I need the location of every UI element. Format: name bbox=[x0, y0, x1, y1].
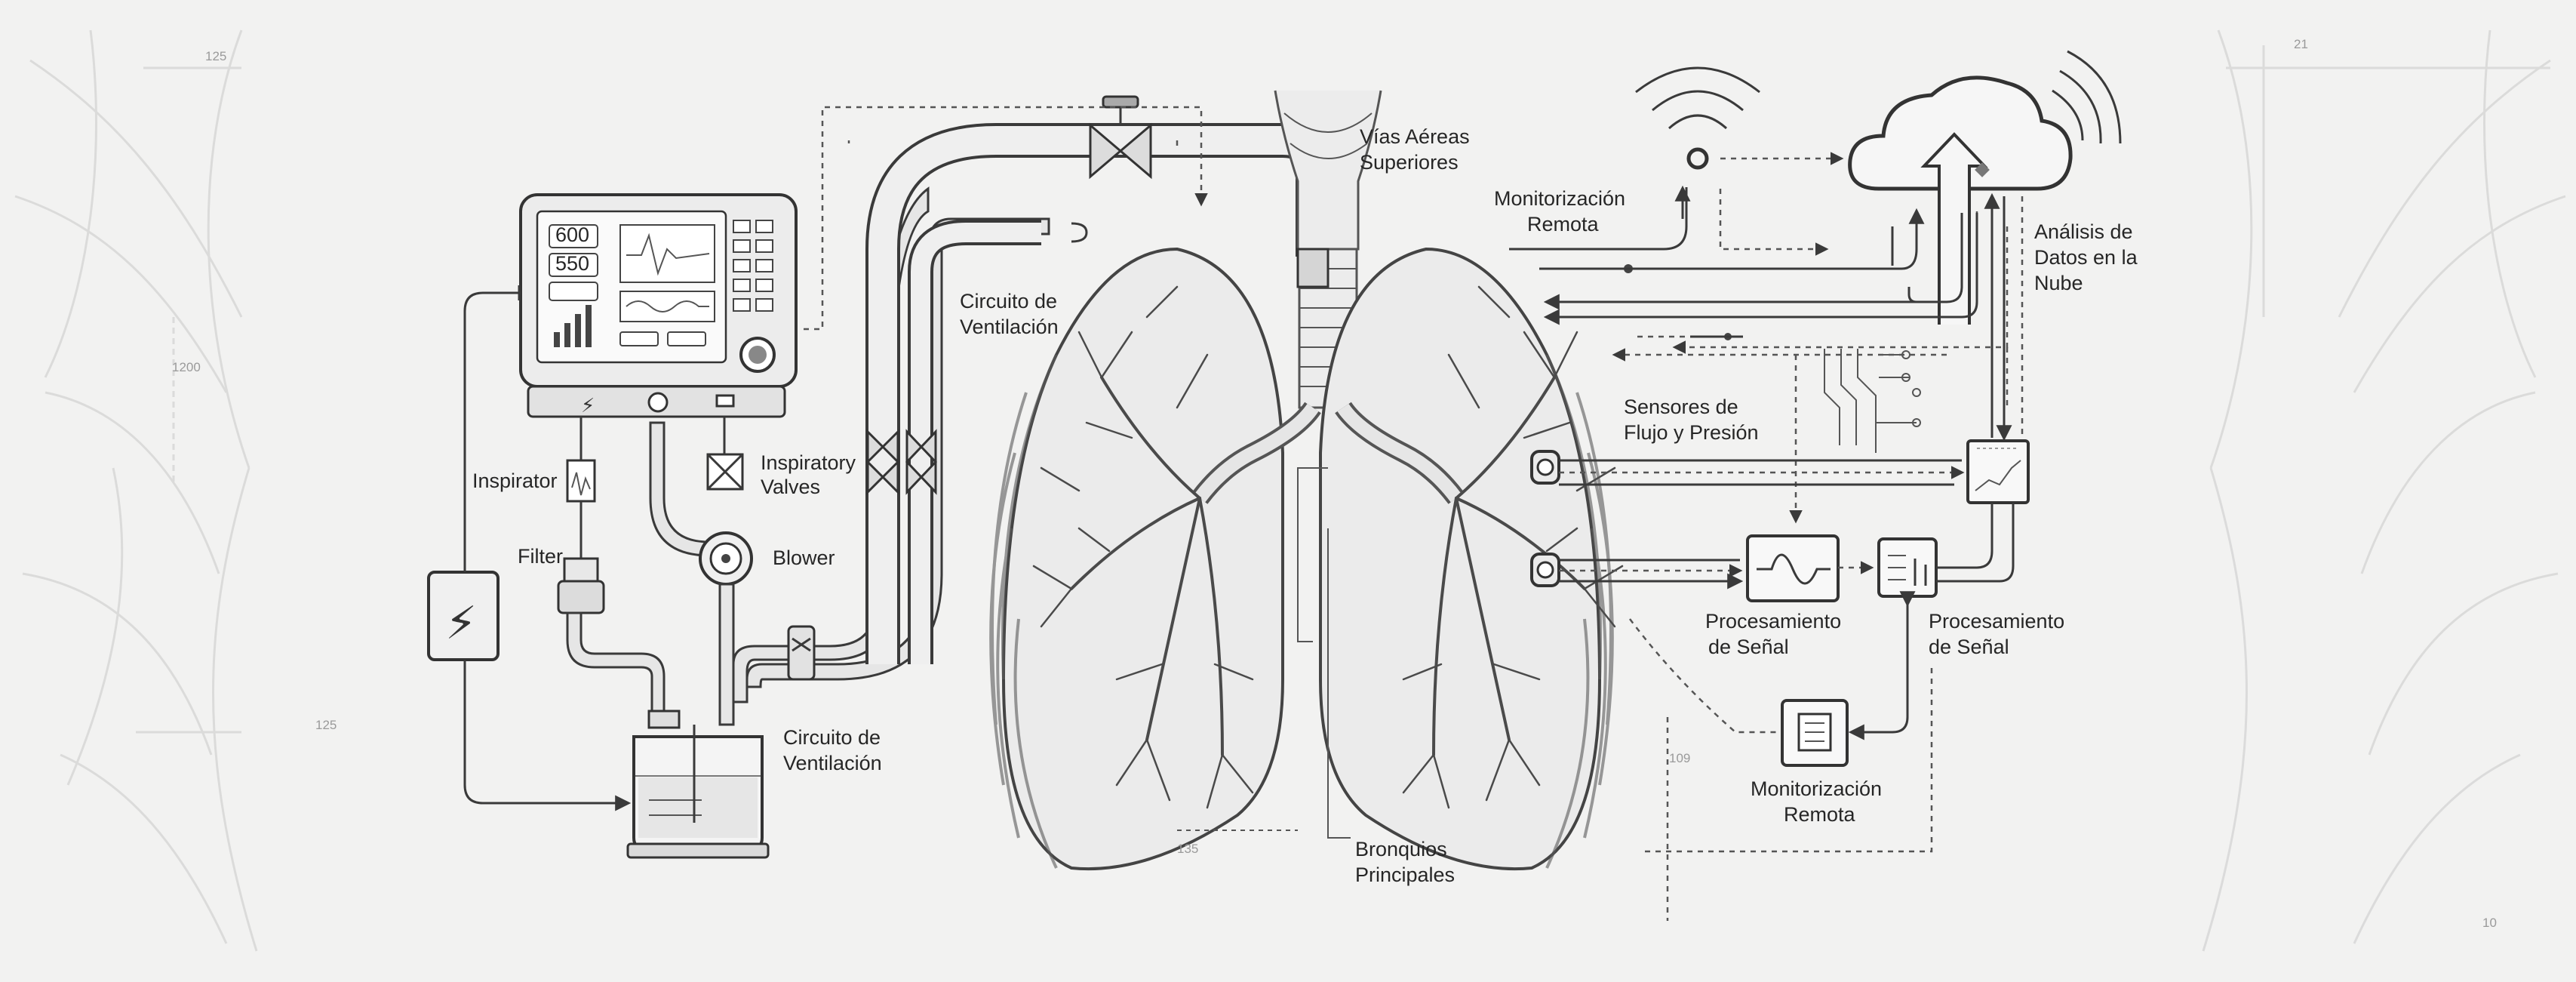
label-signal-processing-2b: de Señal bbox=[1929, 636, 2009, 658]
dimension-right-lower: 109 bbox=[1669, 751, 1690, 765]
lightning-icon: ⚡ bbox=[581, 395, 595, 417]
flow-sensor bbox=[1532, 451, 1559, 483]
label-circuit-upper-2: Ventilación bbox=[960, 316, 1059, 338]
monitor-readout-2: 550 bbox=[555, 252, 589, 275]
label-inspiratory-valves-2: Valves bbox=[761, 476, 820, 498]
dimension-left-top: 125 bbox=[205, 49, 226, 63]
label-cloud-analysis-1: Análisis de bbox=[2034, 220, 2133, 243]
label-circuit-lower-1: Circuito de bbox=[783, 726, 881, 749]
label-circuit-lower-2: Ventilación bbox=[783, 752, 882, 774]
label-signal-processing-1b: de Señal bbox=[1708, 636, 1789, 658]
remote-monitor-device bbox=[1782, 700, 1847, 765]
dimension-left-bottom: 125 bbox=[315, 718, 337, 732]
label-main-bronchi-2: Principales bbox=[1355, 863, 1455, 886]
label-inspirator: Inspirator bbox=[472, 469, 558, 492]
label-upper-airways-2: Superiores bbox=[1360, 151, 1459, 174]
label-filter: Filter bbox=[518, 545, 563, 568]
label-sensors-2: Flujo y Presión bbox=[1624, 421, 1759, 444]
signal-processing-box-2 bbox=[1879, 539, 1936, 596]
power-lightning-icon: ⚡ bbox=[445, 597, 477, 650]
label-remote-monitoring-bottom-1: Monitorización bbox=[1751, 777, 1882, 800]
label-remote-monitoring-top-2: Remota bbox=[1527, 213, 1600, 235]
filter-block bbox=[564, 559, 598, 581]
label-cloud-analysis-3: Nube bbox=[2034, 272, 2083, 294]
label-inspiratory-valves-1: Inspiratory bbox=[761, 451, 856, 474]
dimension-bottom-center: 135 bbox=[1177, 842, 1198, 856]
label-signal-processing-2a: Procesamiento bbox=[1929, 610, 2064, 633]
label-main-bronchi-1: Bronquios bbox=[1355, 838, 1447, 860]
dimension-right-top: 21 bbox=[2294, 37, 2308, 51]
label-cloud-analysis-2: Datos en la bbox=[2034, 246, 2138, 269]
wifi-icon bbox=[1636, 68, 1760, 168]
dimension-right-bottom: 10 bbox=[2482, 916, 2497, 930]
pressure-sensor bbox=[1532, 554, 1559, 586]
monitor-readout-1: 600 bbox=[555, 223, 589, 246]
signal-processing-box-1 bbox=[1748, 536, 1838, 601]
label-circuit-upper-1: Circuito de bbox=[960, 290, 1057, 312]
label-upper-airways-1: Vías Aéreas bbox=[1360, 125, 1470, 148]
label-signal-processing-1a: Procesamiento bbox=[1705, 610, 1841, 633]
right-background-decoration bbox=[2203, 30, 2565, 951]
connector-icon bbox=[717, 396, 733, 406]
humidifier-jar bbox=[628, 711, 768, 857]
label-sensors-1: Sensores de bbox=[1624, 396, 1738, 418]
ventilator-monitor: 600 550 ⚡ bbox=[521, 195, 796, 417]
gauge-icon bbox=[649, 393, 667, 411]
dimension-left-mid: 1200 bbox=[172, 360, 201, 374]
chip-icon bbox=[1824, 349, 1920, 453]
chart-icon bbox=[1968, 441, 2028, 503]
label-blower: Blower bbox=[773, 546, 835, 569]
left-background-decoration bbox=[15, 30, 257, 951]
label-remote-monitoring-bottom-2: Remota bbox=[1784, 803, 1856, 826]
label-remote-monitoring-top-1: Monitorización bbox=[1494, 187, 1625, 210]
